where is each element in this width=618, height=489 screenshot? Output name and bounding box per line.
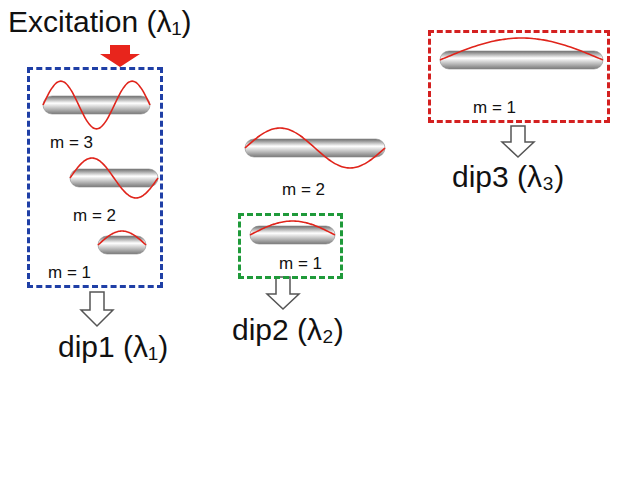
standing-wave — [250, 221, 335, 235]
dashed-group-box: m = 1 — [238, 213, 343, 279]
standing-wave — [70, 158, 158, 198]
standing-wave — [98, 231, 146, 245]
nanorod — [43, 96, 150, 114]
excitation-arrow — [100, 45, 140, 67]
hollow-arrow — [502, 126, 534, 157]
dip-label: dip1 (λ₁) — [58, 330, 168, 365]
dashed-group-box: m = 1 — [428, 30, 610, 123]
hollow-arrow — [81, 292, 113, 326]
mode-order-label: m = 1 — [279, 254, 322, 274]
standing-wave — [245, 128, 385, 168]
mode-order-label: m = 3 — [50, 133, 93, 153]
standing-wave — [440, 38, 603, 60]
dip-label: dip2 (λ₂) — [232, 313, 344, 348]
mode-order-label: m = 2 — [282, 180, 325, 200]
mode-order-label: m = 1 — [48, 263, 91, 283]
dashed-group-box: m = 3 m = 2 m = 1 — [27, 67, 163, 288]
mode-order-label: m = 1 — [473, 98, 516, 118]
standing-wave — [43, 81, 150, 129]
nanorod — [440, 51, 603, 69]
hollow-arrow — [267, 277, 299, 309]
mode-order-label: m = 2 — [73, 206, 116, 226]
dip-label: dip3 (λ₃) — [452, 160, 564, 195]
excitation-label: Excitation (λ₁) — [8, 5, 192, 40]
